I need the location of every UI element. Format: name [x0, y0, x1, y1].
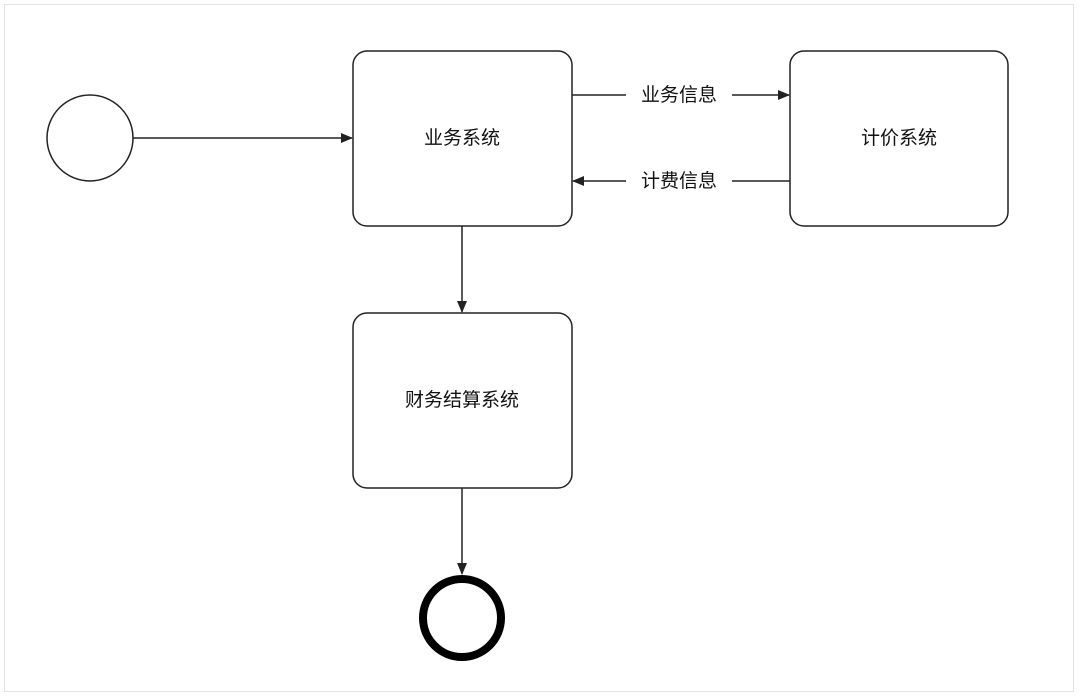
edge-business-to-pricing: 业务信息	[572, 82, 790, 108]
business-system-node[interactable]: 业务系统	[352, 50, 573, 227]
edge-pricing-to-business-label: 计费信息	[641, 170, 717, 192]
pricing-system-label: 计价系统	[861, 127, 937, 149]
finance-system-node[interactable]: 财务结算系统	[352, 312, 573, 489]
edge-label-background	[626, 168, 732, 194]
edge-pricing-to-business: 计费信息	[572, 168, 790, 194]
start-node[interactable]	[46, 94, 134, 182]
business-system-label: 业务系统	[424, 127, 500, 149]
finance-system-label: 财务结算系统	[405, 389, 519, 411]
pricing-system-box[interactable]	[789, 50, 1009, 227]
edge-label-background	[626, 82, 732, 108]
edge-business-to-pricing-label: 业务信息	[641, 84, 717, 106]
pricing-system-node[interactable]: 计价系统	[789, 50, 1009, 227]
end-node[interactable]	[419, 575, 505, 661]
